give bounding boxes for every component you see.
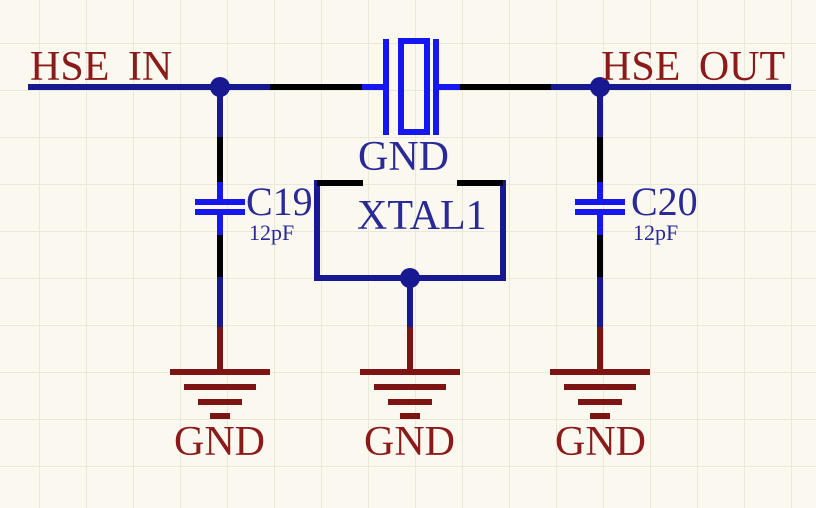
junction-dot-xtal-gnd [400,268,420,288]
c19-pin-bottom[interactable] [217,232,223,277]
gnd-symbol-left-bar2[interactable] [184,384,256,390]
wire-c20-to-gnd[interactable] [597,275,603,330]
crystal-electrode-left[interactable] [383,39,389,135]
net-label-hse-in[interactable]: HSE IN [30,44,173,90]
gnd-symbol-mid-bar2[interactable] [374,384,446,390]
gnd-label-middle[interactable]: GND [364,419,455,465]
gnd-symbol-mid-bar3[interactable] [388,399,432,405]
wire-hse-out-branch[interactable] [597,87,603,137]
crystal-body-icon[interactable] [398,38,430,135]
crystal-lead-right[interactable] [436,84,460,90]
net-label-hse-out[interactable]: HSE OUT [601,44,786,90]
xtal-pin-left[interactable] [270,84,362,90]
c19-plate-top[interactable] [195,199,245,205]
wire-c19-to-gnd[interactable] [217,275,223,330]
gnd-symbol-mid-bar4[interactable] [400,413,420,419]
c20-pin-bottom[interactable] [597,232,603,277]
gnd-symbol-mid-stem[interactable] [407,327,413,372]
gnd-label-right[interactable]: GND [555,419,646,465]
c20-designator[interactable]: C20 [631,179,698,224]
gnd-symbol-left-bar1[interactable] [170,369,270,375]
c19-stub-top[interactable] [217,182,223,200]
c20-plate-bottom[interactable] [575,209,625,215]
gnd-symbol-left-bar3[interactable] [198,399,242,405]
wire-xtal-to-gnd[interactable] [407,278,413,328]
net-label-gnd-crystal[interactable]: GND [358,134,449,180]
c20-stub-bottom[interactable] [597,214,603,235]
junction-dot-hse-in [210,77,230,97]
c20-value[interactable]: 12pF [633,220,679,245]
wire-xtal-box-left[interactable] [314,180,320,281]
xtal-pin-gnd-left[interactable] [317,180,363,186]
c20-stub-top[interactable] [597,182,603,200]
xtal-pin-right[interactable] [460,84,551,90]
gnd-symbol-mid-bar1[interactable] [360,369,460,375]
gnd-symbol-right-stem[interactable] [597,327,603,372]
c19-pin-top[interactable] [217,137,223,182]
gnd-symbol-right-bar1[interactable] [550,369,650,375]
crystal-electrode-right[interactable] [433,39,439,135]
wire-xtal-box-right[interactable] [500,180,506,281]
gnd-symbol-right-bar2[interactable] [564,384,636,390]
gnd-symbol-left-bar4[interactable] [210,413,230,419]
c20-plate-top[interactable] [575,199,625,205]
c19-stub-bottom[interactable] [217,214,223,235]
junction-dot-hse-out [590,77,610,97]
c19-plate-bottom[interactable] [195,209,245,215]
c20-pin-top[interactable] [597,137,603,182]
c19-designator[interactable]: C19 [246,179,313,224]
c19-value[interactable]: 12pF [249,220,295,245]
wire-hse-out[interactable] [551,84,791,90]
gnd-label-left[interactable]: GND [174,419,265,465]
gnd-symbol-right-bar4[interactable] [590,413,610,419]
xtal-pin-gnd-right[interactable] [457,180,503,186]
wire-hse-in-branch[interactable] [217,87,223,137]
gnd-symbol-left-stem[interactable] [217,327,223,372]
gnd-symbol-right-bar3[interactable] [578,399,622,405]
crystal-lead-left[interactable] [362,84,384,90]
wire-hse-in[interactable] [28,84,270,90]
xtal-designator[interactable]: XTAL1 [357,193,487,239]
